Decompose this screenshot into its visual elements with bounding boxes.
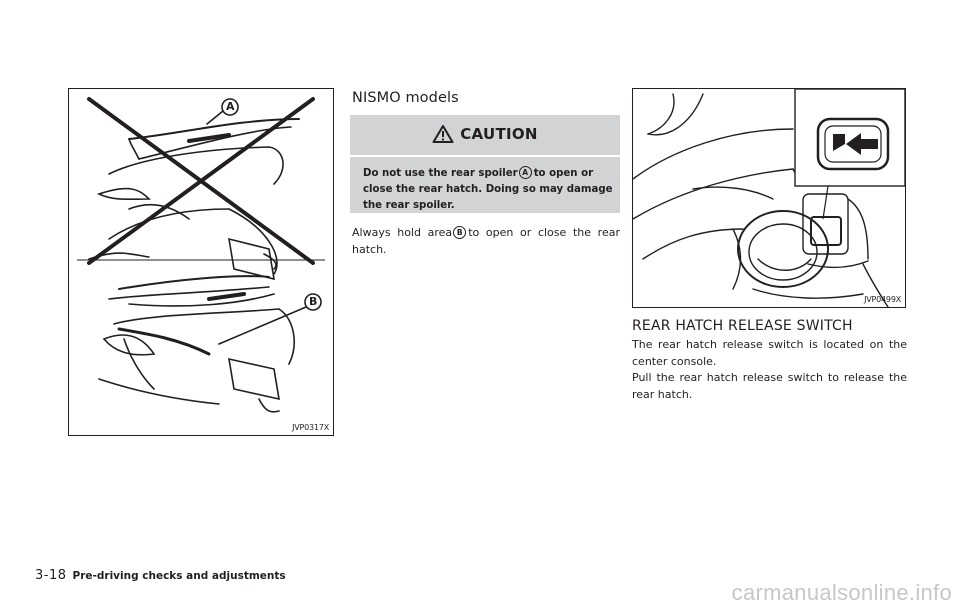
watermark: carmanualsonline.info — [731, 580, 952, 605]
page-number: 3-18 — [35, 568, 67, 583]
figure-code-right: JVP0499X — [864, 295, 901, 304]
section-title: Pre-driving checks and adjustments — [72, 570, 286, 582]
caution-text-start: Do not use the rear spoiler — [363, 168, 518, 179]
callout-a: A — [226, 100, 235, 113]
hold-text-end: to open or close the rear hatch. — [352, 226, 620, 256]
caution-divider — [350, 155, 620, 157]
page-footer: 3-18 Pre-driving checks and adjustments — [35, 568, 286, 583]
rear-hatch-heading: REAR HATCH RELEASE SWITCH — [632, 318, 853, 334]
caution-header: CAUTION — [350, 115, 620, 153]
console-illustration — [633, 89, 905, 307]
spoiler-illustration — [77, 97, 325, 413]
warning-icon — [432, 125, 454, 143]
marker-b: B — [453, 226, 467, 239]
console-figure: JVP0499X — [632, 88, 906, 308]
figure-code-left: JVP0317X — [292, 423, 329, 432]
nismo-heading: NISMO models — [352, 90, 459, 106]
caution-title: CAUTION — [460, 125, 538, 143]
callout-b: B — [309, 295, 318, 308]
hold-text-start: Always hold area — [352, 226, 453, 239]
marker-a: A — [518, 166, 532, 179]
rear-hatch-paragraph-2: Pull the rear hatch release switch to re… — [632, 371, 907, 401]
spoiler-figure: A B JVP0317X — [68, 88, 334, 436]
rear-hatch-paragraph-1: The rear hatch release switch is located… — [632, 338, 907, 368]
caution-text-end: to open or close the rear hatch. Doing s… — [363, 168, 613, 211]
